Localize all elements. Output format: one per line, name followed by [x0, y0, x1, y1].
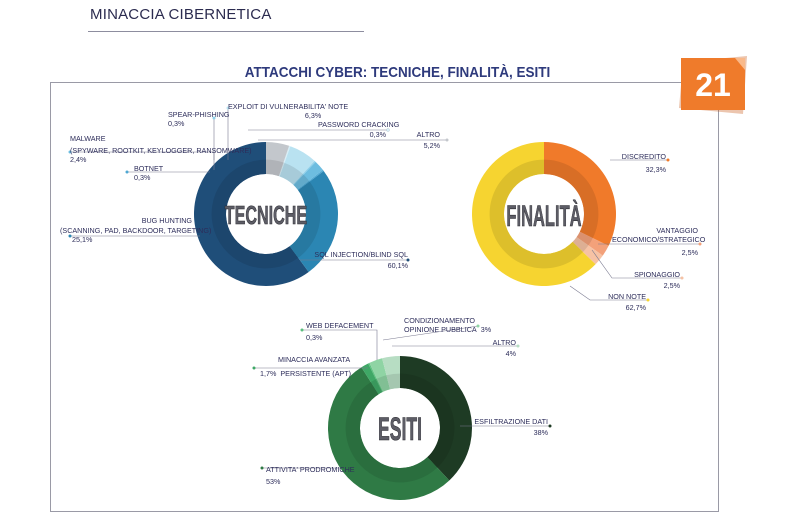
leader-lines: [68, 106, 702, 470]
donut-t-slice-7-inner: [266, 159, 284, 177]
leader-web: [302, 329, 378, 360]
chart-title: ATTACCHI CYBER: TECNICHE, FINALITÀ, ESIT…: [244, 64, 551, 81]
label-apt: MINACCIA AVANZATA: [278, 355, 351, 364]
donut-f-hole: [504, 174, 584, 254]
section-title: MINACCIA CIBERNETICA: [90, 6, 272, 23]
leader-nonnote: [569, 285, 648, 301]
label-bug-hunting: BUG HUNTING (SCANNING, PAD, BACKDOOR, TA…: [60, 216, 212, 235]
label-apt-value: 1,7% PERSISTENTE (APT): [260, 369, 352, 378]
leader-cond: [382, 325, 479, 341]
leader-malware: [70, 151, 215, 170]
page-number-badge: [679, 56, 747, 114]
donut-f-slice-2-inner: [572, 237, 589, 252]
donut-t-slice-0: [194, 142, 309, 287]
charts-canvas: TECNICHE FINALITÀ ESITI: [68, 106, 702, 500]
donut-t-hole: [226, 174, 306, 254]
page-number: 21: [695, 67, 731, 103]
donut-e-hole: [360, 388, 440, 468]
label-vantaggio: VANTAGGIO ECONOMICO/STRATEGICO 2,5%: [612, 226, 706, 257]
header-divider: [88, 31, 364, 32]
donut-t-slice-3-inner: [293, 174, 309, 190]
leader-spionaggio: [591, 249, 682, 279]
donut-t-slice-0-inner: [211, 159, 299, 269]
donut-t-slice-2-inner: [297, 180, 310, 191]
donut-f-slice-3-inner: [489, 159, 583, 269]
donut-e-slice-2-inner: [370, 379, 383, 395]
donut-tecniche: [194, 142, 339, 287]
center-label-esiti: ESITI: [378, 413, 422, 448]
donut-t-slice-6-inner: [278, 162, 285, 177]
center-labels: TECNICHE FINALITÀ ESITI: [225, 199, 582, 448]
donut-f-slice-1-inner: [576, 231, 593, 246]
donut-e-slice-0-inner: [400, 373, 455, 468]
label-bug-value: 25,1%: [72, 235, 93, 244]
donut-e-slice-5-inner: [386, 373, 400, 390]
donut-f-slice-0-inner: [544, 159, 599, 239]
donut-e-slice-4-inner: [376, 375, 391, 392]
donut-e-slice-3-inner: [375, 378, 383, 393]
donut-finalita: [472, 142, 617, 286]
center-label-tecniche: TECNICHE: [225, 200, 307, 230]
donut-e-slice-1-inner: [345, 382, 438, 483]
donut-t-slice-5-inner: [279, 162, 303, 185]
label-malware: MALWARE (SPYWARE, ROOTKIT, KEYLOGGER, RA…: [70, 134, 252, 164]
donut-t-slice-1-inner: [289, 181, 321, 258]
donut-esiti: [328, 356, 472, 500]
donut-t-slice-4-inner: [293, 173, 304, 186]
center-label-finalita: FINALITÀ: [506, 199, 581, 234]
label-condizionamento: CONDIZIONAMENTO OPINIONE PUBBLICA 3%: [404, 316, 492, 334]
